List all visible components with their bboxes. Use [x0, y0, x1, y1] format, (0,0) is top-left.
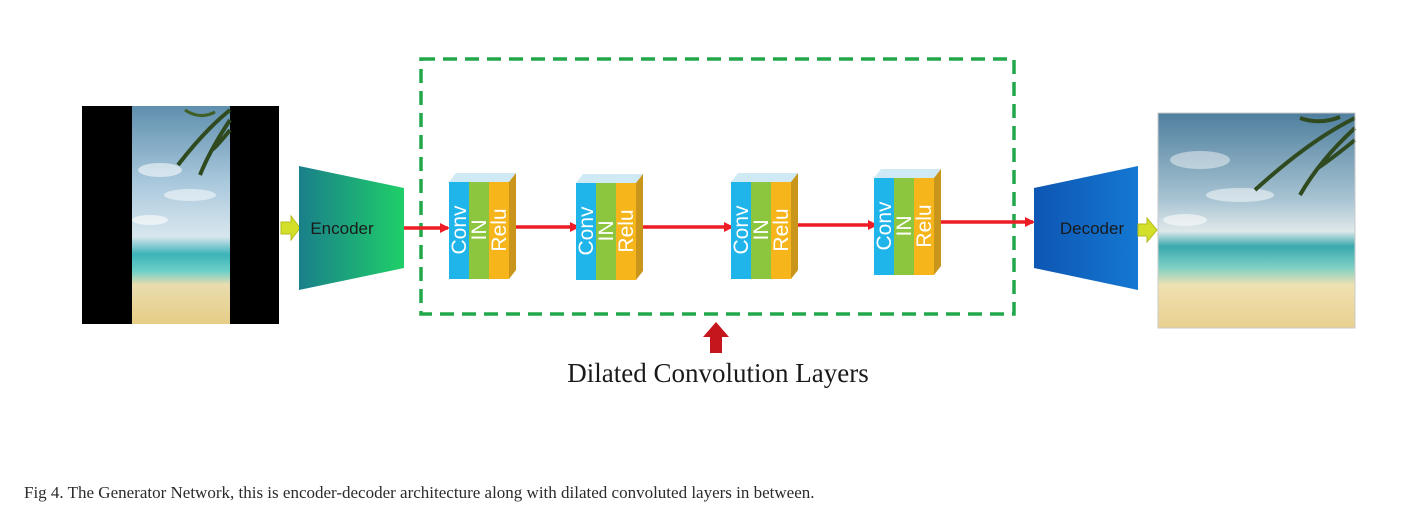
block-1: Conv IN Relu [448, 173, 516, 279]
flow-arrows [404, 217, 1035, 233]
block-3-in [751, 182, 771, 279]
dilated-layers-label: Dilated Convolution Layers [567, 358, 868, 388]
block-1-in [469, 182, 489, 279]
block-1-relu-label: Relu [488, 208, 511, 251]
decoder-block: Decoder [1034, 166, 1138, 290]
dilated-layers-group [419, 57, 1016, 316]
figure-caption: Fig 4. The Generator Network, this is en… [24, 483, 815, 502]
block-2: Conv IN Relu [575, 174, 643, 280]
block-4-in [894, 178, 914, 275]
block-4-relu [914, 178, 934, 275]
block-4-conv [874, 178, 894, 275]
block-2-conv-label: Conv [575, 206, 598, 256]
decoder-label: Decoder [1060, 219, 1125, 238]
block-4-conv-label: Conv [873, 201, 896, 251]
input-image [82, 106, 279, 324]
input-arrow [280, 214, 301, 242]
output-arrow [1137, 216, 1158, 244]
block-2-relu [616, 183, 636, 280]
up-arrow-icon [703, 322, 729, 353]
block-2-conv [576, 183, 596, 280]
output-image [1157, 112, 1357, 329]
block-3: Conv IN Relu [730, 173, 798, 279]
encoder-label: Encoder [310, 219, 374, 238]
block-1-relu [489, 182, 509, 279]
block-2-relu-label: Relu [615, 209, 638, 252]
block-2-in [596, 183, 616, 280]
block-3-conv-label: Conv [730, 205, 753, 255]
block-3-conv [731, 182, 751, 279]
block-3-in-label: IN [750, 220, 773, 241]
block-4: Conv IN Relu [873, 169, 941, 275]
block-1-conv [449, 182, 469, 279]
block-1-conv-label: Conv [448, 205, 471, 255]
block-4-in-label: IN [893, 216, 916, 237]
encoder-block: Encoder [299, 166, 404, 290]
block-1-in-label: IN [468, 220, 491, 241]
block-2-in-label: IN [595, 221, 618, 242]
block-3-relu-label: Relu [770, 208, 793, 251]
block-4-relu-label: Relu [913, 204, 936, 247]
block-3-relu [771, 182, 791, 279]
